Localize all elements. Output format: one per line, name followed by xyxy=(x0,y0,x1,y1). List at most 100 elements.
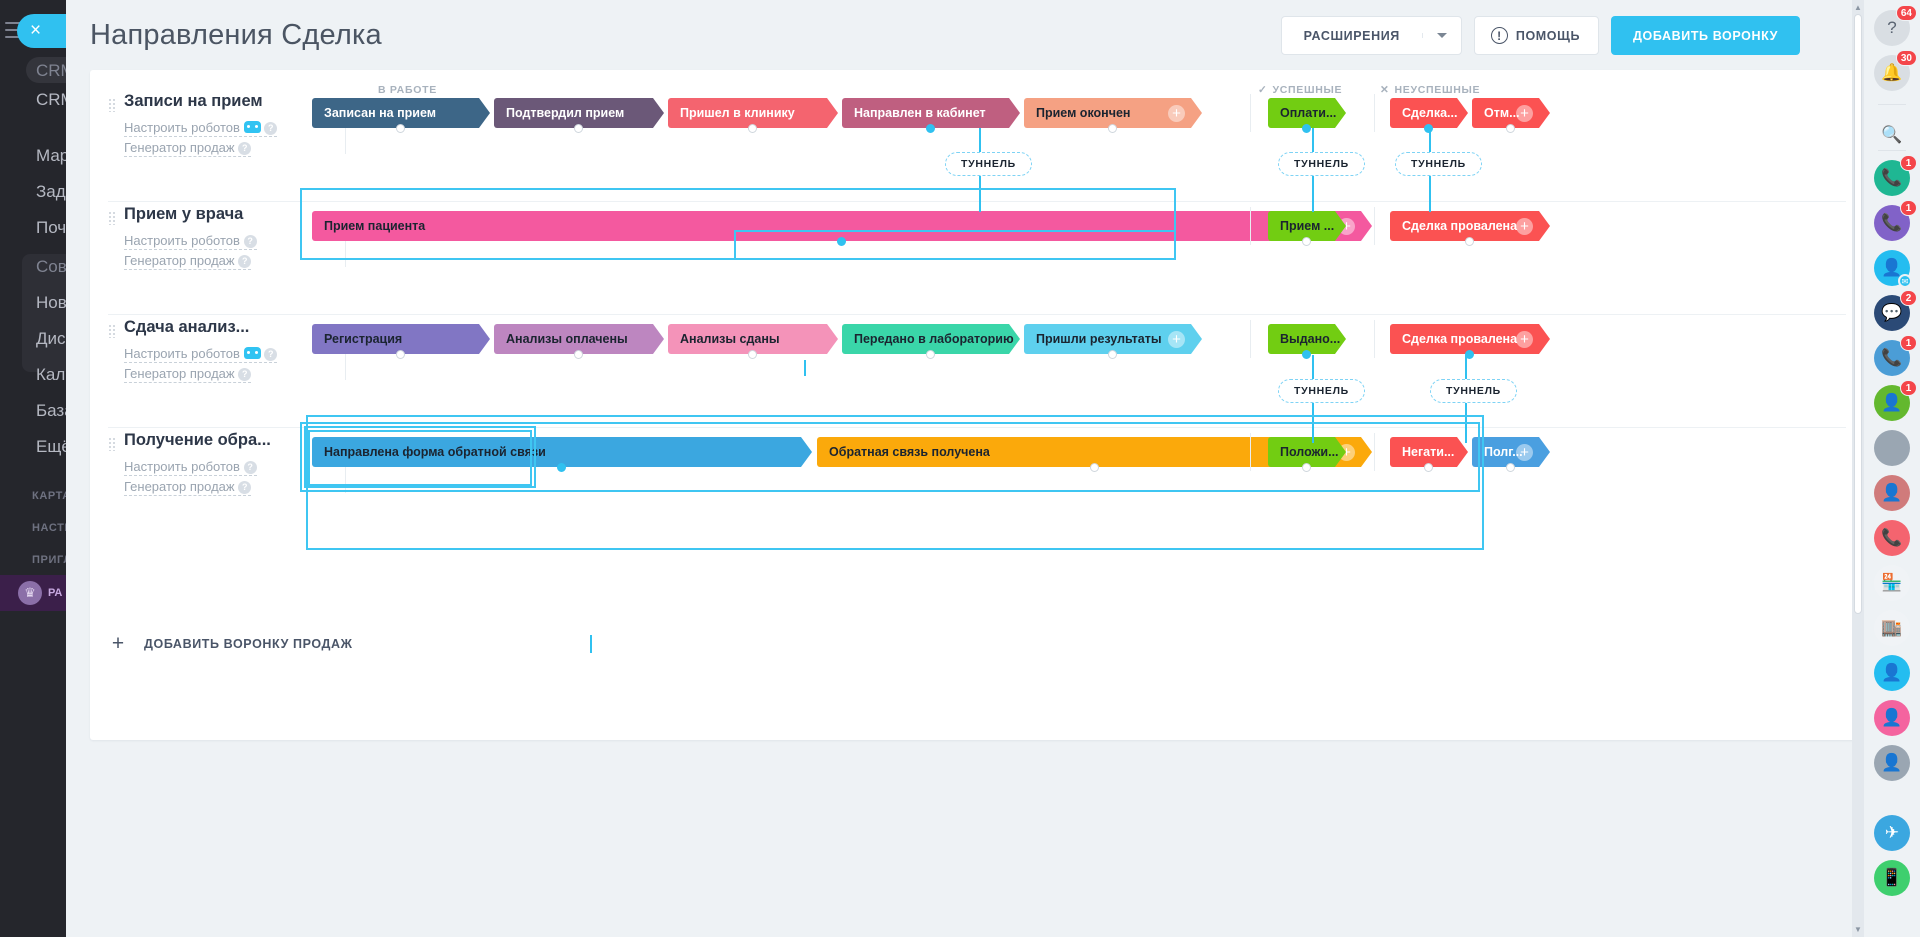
call-red-icon[interactable]: 📞 xyxy=(1874,520,1910,556)
drag-handle-icon[interactable] xyxy=(108,324,116,338)
sidebar-item-tasks[interactable]: Зада xyxy=(36,182,66,201)
pipeline-title[interactable]: Сдача анализ... xyxy=(124,318,250,336)
stage-connector-knob[interactable] xyxy=(1108,124,1117,133)
sidebar-promo-banner[interactable]: ♛ РА xyxy=(0,575,66,611)
help-hint-icon[interactable]: ? xyxy=(238,480,252,494)
stage-connector-knob[interactable] xyxy=(1302,237,1311,246)
pipeline-title[interactable]: Записи на прием xyxy=(124,92,263,110)
stage-connector-knob[interactable] xyxy=(926,350,935,359)
search-icon[interactable]: 🔍 xyxy=(1874,117,1910,153)
sidebar-item-news[interactable]: Нове xyxy=(36,293,66,312)
add-stage-icon[interactable]: + xyxy=(1516,331,1533,348)
pipeline-stage[interactable]: Отм...+ xyxy=(1472,98,1550,128)
help-button[interactable]: ! ПОМОЩЬ xyxy=(1473,16,1600,55)
scrollbar-thumb[interactable] xyxy=(1854,14,1862,614)
sidebar-item-crm-chip[interactable]: CRM xyxy=(36,61,66,80)
pipeline-stage[interactable]: Сделка... xyxy=(1390,98,1468,128)
crm-store-icon[interactable]: 🏪 xyxy=(1874,565,1910,601)
configure-robots-link[interactable]: Настроить роботов ? xyxy=(124,346,278,363)
configure-robots-link[interactable]: Настроить роботов ? xyxy=(124,233,257,250)
help-hint-icon[interactable]: ? xyxy=(238,141,252,155)
sidebar-item-crm[interactable]: CRM xyxy=(36,90,66,109)
stage-connector-knob[interactable] xyxy=(1465,237,1474,246)
avatar-pink-icon[interactable]: 👤 xyxy=(1874,700,1910,736)
stage-connector-knob[interactable] xyxy=(748,350,757,359)
stage-connector-knob[interactable] xyxy=(1089,463,1099,472)
sidebar-item-mail[interactable]: Почт xyxy=(36,218,66,237)
pipeline-stage[interactable]: Полг...+ xyxy=(1472,437,1550,467)
pipeline-stage[interactable]: Передано в лабораторию xyxy=(842,324,1020,354)
stage-connector-knob[interactable] xyxy=(1108,350,1117,359)
drag-handle-icon[interactable] xyxy=(108,437,116,451)
pipeline-title[interactable]: Прием у врача xyxy=(124,205,244,223)
stage-connector-knob[interactable] xyxy=(1424,124,1433,133)
avatar-woman-icon[interactable]: 👤 xyxy=(1874,475,1910,511)
stage-connector-knob[interactable] xyxy=(1506,463,1515,472)
contact-cyan-icon[interactable]: 👤 xyxy=(1874,655,1910,691)
crm-store-green-icon[interactable]: 🏬 xyxy=(1874,610,1910,646)
stage-connector-knob[interactable] xyxy=(926,124,935,133)
add-stage-icon[interactable]: + xyxy=(1168,105,1185,122)
pipeline-stage[interactable]: Пришли результаты+ xyxy=(1024,324,1202,354)
help-hint-icon[interactable]: ? xyxy=(238,367,252,381)
whatsapp-icon[interactable]: 📱 xyxy=(1874,860,1910,896)
close-button[interactable]: × xyxy=(17,14,66,48)
configure-robots-link[interactable]: Настроить роботов ? xyxy=(124,459,257,476)
sales-generator-link[interactable]: Генератор продаж ? xyxy=(124,479,252,496)
sales-generator-link[interactable]: Генератор продаж ? xyxy=(124,140,252,157)
sales-generator-link[interactable]: Генератор продаж ? xyxy=(124,253,252,270)
pipeline-stage[interactable]: Прием ... xyxy=(1268,211,1346,241)
help-icon[interactable]: ?64 xyxy=(1874,5,1917,46)
stage-connector-knob[interactable] xyxy=(748,124,757,133)
pipeline-stage[interactable]: Выдано... xyxy=(1268,324,1346,354)
drag-handle-icon[interactable] xyxy=(108,98,116,112)
sidebar-item-base[interactable]: База xyxy=(36,401,66,420)
chat-group-icon[interactable]: 💬2 xyxy=(1874,290,1917,331)
pipeline-stage[interactable]: Анализы сданы xyxy=(668,324,838,354)
avatar-grey-icon[interactable]: 👤 xyxy=(1874,745,1910,781)
stage-connector-knob[interactable] xyxy=(1302,124,1311,133)
messenger-icon[interactable]: ✈ xyxy=(1874,815,1910,851)
sidebar-item-disk[interactable]: Диск xyxy=(36,329,66,348)
sidebar-item-market[interactable]: Мар xyxy=(36,146,66,165)
stage-connector-knob[interactable] xyxy=(574,350,583,359)
pipeline-stage[interactable]: Сделка провалена+ xyxy=(1390,324,1550,354)
sidebar-item-more[interactable]: Ещё xyxy=(36,437,66,456)
sales-generator-link[interactable]: Генератор продаж ? xyxy=(124,366,252,383)
add-stage-icon[interactable]: + xyxy=(1516,218,1533,235)
stage-connector-knob[interactable] xyxy=(1302,463,1311,472)
stage-connector-knob[interactable] xyxy=(574,124,583,133)
add-funnel-button[interactable]: ДОБАВИТЬ ВОРОНКУ xyxy=(1611,16,1800,55)
call-purple-icon[interactable]: 📞1 xyxy=(1874,200,1917,241)
stage-connector-knob[interactable] xyxy=(1302,350,1311,359)
stage-connector-knob[interactable] xyxy=(1506,124,1515,133)
stage-connector-knob[interactable] xyxy=(1465,350,1474,359)
help-hint-icon[interactable]: ? xyxy=(264,347,278,361)
pipeline-stage[interactable]: Анализы оплачены xyxy=(494,324,664,354)
add-pipeline-button[interactable]: + ДОБАВИТЬ ВОРОНКУ ПРОДАЖ xyxy=(106,632,353,656)
stage-connector-knob[interactable] xyxy=(557,463,566,472)
help-hint-icon[interactable]: ? xyxy=(243,234,257,248)
stage-connector-knob[interactable] xyxy=(396,124,405,133)
add-stage-icon[interactable]: + xyxy=(1516,444,1533,461)
pipeline-stage[interactable]: Подтвердил прием xyxy=(494,98,664,128)
pipeline-stage[interactable]: Пришел в клинику xyxy=(668,98,838,128)
pipeline-stage[interactable]: Регистрация xyxy=(312,324,490,354)
stage-connector-knob[interactable] xyxy=(396,350,405,359)
pipeline-stage[interactable]: Прием окончен+ xyxy=(1024,98,1202,128)
pipeline-stage[interactable]: Записан на прием xyxy=(312,98,490,128)
pipeline-stage[interactable]: Оплати... xyxy=(1268,98,1346,128)
tunnel-badge[interactable]: ТУННЕЛЬ xyxy=(945,152,1032,176)
drag-handle-icon[interactable] xyxy=(108,211,116,225)
pipeline-stage[interactable]: Прием пациента+ xyxy=(312,211,1372,241)
pipeline-stage[interactable]: Положи... xyxy=(1268,437,1346,467)
stage-connector-knob[interactable] xyxy=(1424,463,1433,472)
pipeline-stage[interactable]: Сделка провалена+ xyxy=(1390,211,1550,241)
bell-icon[interactable]: 🔔30 xyxy=(1874,50,1917,91)
pipeline-stage[interactable]: Направлена форма обратной связи xyxy=(312,437,812,467)
tunnel-badge[interactable]: ТУННЕЛЬ xyxy=(1395,152,1482,176)
pipeline-stage[interactable]: Негати... xyxy=(1390,437,1468,467)
avatar-photo-icon[interactable] xyxy=(1874,430,1910,466)
sidebar-item-calendar[interactable]: Кале xyxy=(36,365,66,384)
help-hint-icon[interactable]: ? xyxy=(243,460,257,474)
